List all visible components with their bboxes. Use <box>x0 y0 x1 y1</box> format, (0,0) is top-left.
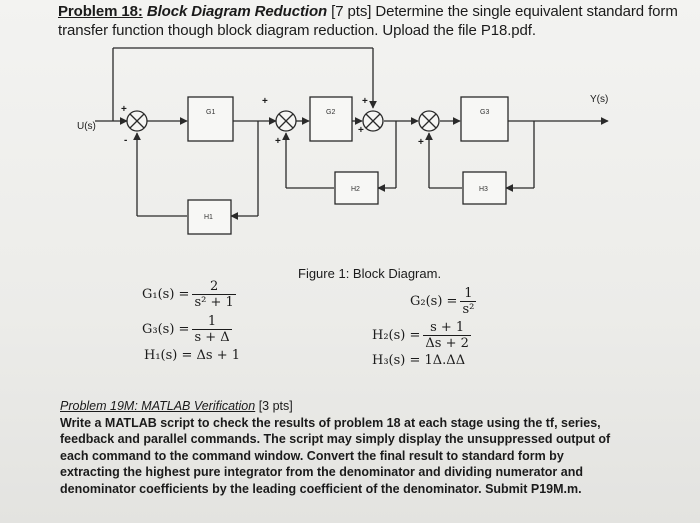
block-g2 <box>309 96 353 142</box>
summing-junction-2 <box>275 110 297 132</box>
sign-s1-top: + <box>121 104 127 115</box>
equation-g2-lhs: G₂(s) = <box>410 294 458 309</box>
problem-19m: Problem 19M: MATLAB Verification [3 pts]… <box>60 398 620 497</box>
equation-g3-numerator: 1 <box>192 314 232 330</box>
block-g3-label: G3 <box>480 109 489 116</box>
equation-g1-denominator: s² + 1 <box>194 295 234 310</box>
block-h2 <box>334 171 379 205</box>
block-h1 <box>187 199 232 235</box>
problem-title: Block Diagram Reduction <box>146 3 328 20</box>
block-h3-label: H3 <box>479 186 488 193</box>
equation-g1-numerator: 2 <box>192 279 236 295</box>
problem-19m-body: Write a MATLAB script to check the resul… <box>60 415 611 496</box>
block-h1-label: H1 <box>204 214 213 221</box>
equation-h2-denominator: Δs + 2 <box>425 336 469 351</box>
block-h2-label: H2 <box>351 186 360 193</box>
equation-g3-denominator: s + Δ <box>194 330 230 345</box>
problem-19m-title: Problem 19M: MATLAB Verification <box>60 399 256 413</box>
problem-18-header: Problem 18: Block Diagram Reduction [7 p… <box>58 2 688 40</box>
problem-19m-points: [3 pts] <box>255 399 293 413</box>
sign-s2-bottom: + <box>275 136 281 147</box>
equation-g2-numerator: 1 <box>460 286 477 302</box>
problem-description-line1: [7 pts] Determine the single equivalent … <box>327 3 678 20</box>
figure-caption: Figure 1: Block Diagram. <box>298 266 442 281</box>
sign-s3-top: + <box>362 96 368 107</box>
block-g1 <box>187 96 234 142</box>
summing-junction-1 <box>126 110 148 132</box>
output-label: Y(s) <box>590 94 608 105</box>
equation-g1-lhs: G₁(s) = <box>142 287 190 302</box>
summing-junction-3 <box>362 110 384 132</box>
block-h3 <box>462 171 507 205</box>
block-g1-label: G1 <box>206 109 215 116</box>
sign-s1-bottom: - <box>124 135 127 146</box>
input-label: U(s) <box>77 121 96 132</box>
problem-19m-submit: Submit P19M.m. <box>485 481 582 496</box>
equation-h1: H₁(s) = Δs + 1 <box>144 348 241 363</box>
summing-junction-4 <box>418 110 440 132</box>
block-g3 <box>460 96 509 142</box>
equation-h2-lhs: H₂(s) = <box>372 328 421 343</box>
sign-s2-top: + <box>262 96 268 107</box>
sign-s4-bottom: + <box>418 137 424 148</box>
block-diagram: G1 G2 G3 H1 H2 H3 U(s) Y(s) + - + + + + … <box>77 47 609 235</box>
equation-g3-lhs: G₃(s) = <box>142 322 190 337</box>
problem-description-line2: transfer function though block diagram r… <box>58 22 536 39</box>
sign-s3-left: + <box>358 125 364 136</box>
equation-h3: H₃(s) = 1Δ.ΔΔ <box>372 353 466 368</box>
block-g2-label: G2 <box>326 109 335 116</box>
equation-g2-denominator: s² <box>462 302 475 317</box>
problem-number: Problem 18: <box>58 3 143 20</box>
equation-h2-numerator: s + 1 <box>423 320 471 336</box>
